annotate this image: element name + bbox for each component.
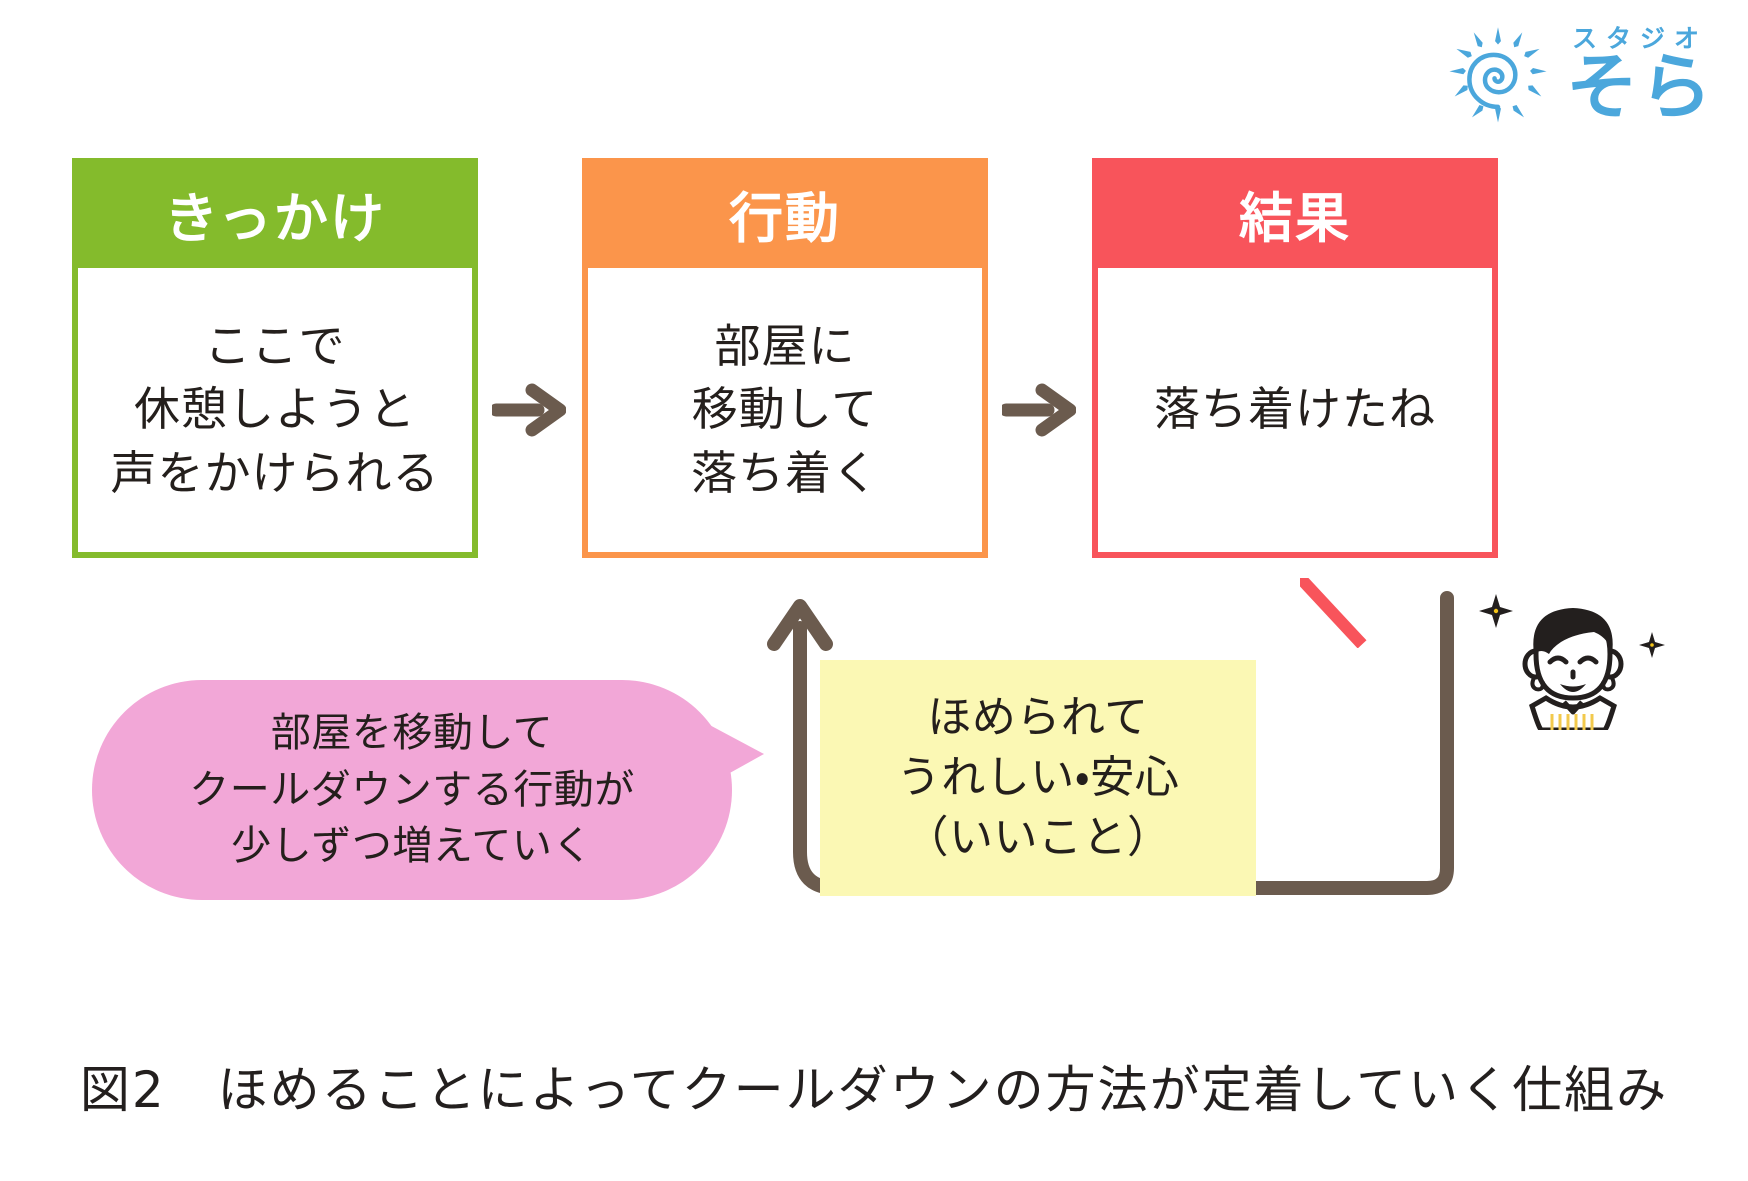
yellow-box-text: ほめられて うれしい・安心 （いいこと） (897, 688, 1179, 867)
trigger-line-3: 声をかけられる (110, 445, 440, 500)
trigger-line-1: ここで (204, 318, 346, 373)
pink-bubble-line-1: 部屋を移動して (270, 709, 554, 756)
arrow-behavior-to-result-icon (1002, 383, 1076, 437)
behavior-line-1: 部屋に (714, 318, 856, 373)
flow-box-behavior-text: 部屋に 移動して 落ち着く (691, 315, 879, 505)
yellow-line-2: うれしい・安心 (896, 752, 1180, 804)
flow-box-behavior-body: 部屋に 移動して 落ち着く (582, 268, 988, 558)
studio-sora-logo: スタジオ そら (1446, 22, 1714, 126)
praising-person-illustration (1479, 594, 1665, 730)
flow-box-trigger: きっかけ ここで 休憩しようと 声をかけられる (72, 158, 478, 558)
flow-box-trigger-text: ここで 休憩しようと 声をかけられる (111, 315, 440, 505)
flow-box-result-body: 落ち着けたね (1092, 268, 1498, 558)
flow-box-result-header: 結果 (1092, 158, 1498, 268)
yellow-line-3: （いいこと） (904, 811, 1172, 863)
pink-bubble-text: 部屋を移動して クールダウンする行動が 少しずつ増えていく (189, 705, 635, 875)
yellow-line-1: ほめられて (927, 692, 1149, 744)
arrow-trigger-to-behavior-icon (492, 383, 566, 437)
flow-box-behavior: 行動 部屋に 移動して 落ち着く (582, 158, 988, 558)
flow-box-behavior-header: 行動 (582, 158, 988, 268)
behavior-line-3: 落ち着く (691, 445, 879, 500)
pink-bubble-text-wrap: 部屋を移動して クールダウンする行動が 少しずつ増えていく (92, 680, 732, 900)
sparkle-icon (1479, 594, 1513, 628)
flow-box-trigger-header: きっかけ (72, 158, 478, 268)
result-line-1: 落ち着けたね (1154, 382, 1436, 437)
result-bubble-tail-icon (1300, 578, 1367, 648)
pink-bubble-line-2: クールダウンする行動が (189, 766, 635, 813)
pink-speech-bubble: 部屋を移動して クールダウンする行動が 少しずつ増えていく (92, 680, 764, 900)
spiral-sun-icon (1449, 27, 1547, 123)
flow-box-trigger-body: ここで 休憩しようと 声をかけられる (72, 268, 478, 558)
sparkle-icon-2 (1639, 632, 1665, 658)
figure-caption: 図2 ほめることによってクールダウンの方法が定着していく仕組み (79, 1061, 1669, 1119)
pink-bubble-shape (92, 680, 732, 900)
logo-kana-label: スタジオ (1571, 24, 1708, 54)
logo-name: そら (1565, 45, 1714, 130)
trigger-line-2: 休憩しようと (134, 382, 416, 437)
flow-box-result: 結果 落ち着けたね (1092, 158, 1498, 558)
logo-wordmark: スタジオ そら (1565, 24, 1714, 130)
yellow-reward-box: ほめられて うれしい・安心 （いいこと） (820, 660, 1256, 896)
pink-bubble-tail-icon (704, 722, 764, 784)
behavior-line-2: 移動して (691, 382, 879, 437)
flow-box-result-text: 落ち着けたね (1154, 378, 1436, 441)
pink-bubble-line-3: 少しずつ増えていく (231, 823, 593, 870)
